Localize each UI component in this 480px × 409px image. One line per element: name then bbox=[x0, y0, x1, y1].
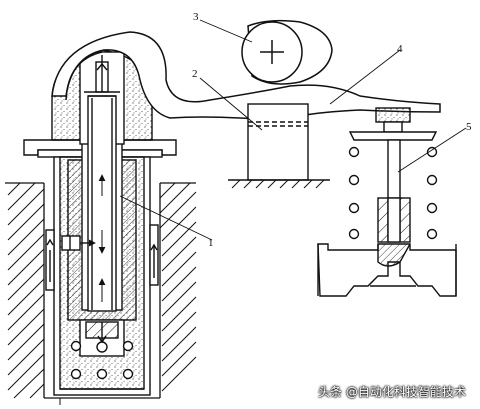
callout-2: 2 bbox=[192, 68, 198, 80]
leader-lines bbox=[119, 19, 467, 241]
callout-5: 5 bbox=[466, 121, 472, 133]
callout-4: 4 bbox=[397, 43, 403, 55]
callout-1: 1 bbox=[208, 237, 214, 249]
support-block bbox=[228, 103, 330, 189]
valve-assembly bbox=[317, 107, 457, 297]
rocker-arm bbox=[51, 31, 441, 120]
lifter-body bbox=[23, 49, 177, 396]
watermark: 头条 @自动化科技智能技术 bbox=[318, 385, 466, 399]
cam bbox=[241, 19, 333, 85]
callout-3: 3 bbox=[193, 11, 199, 23]
